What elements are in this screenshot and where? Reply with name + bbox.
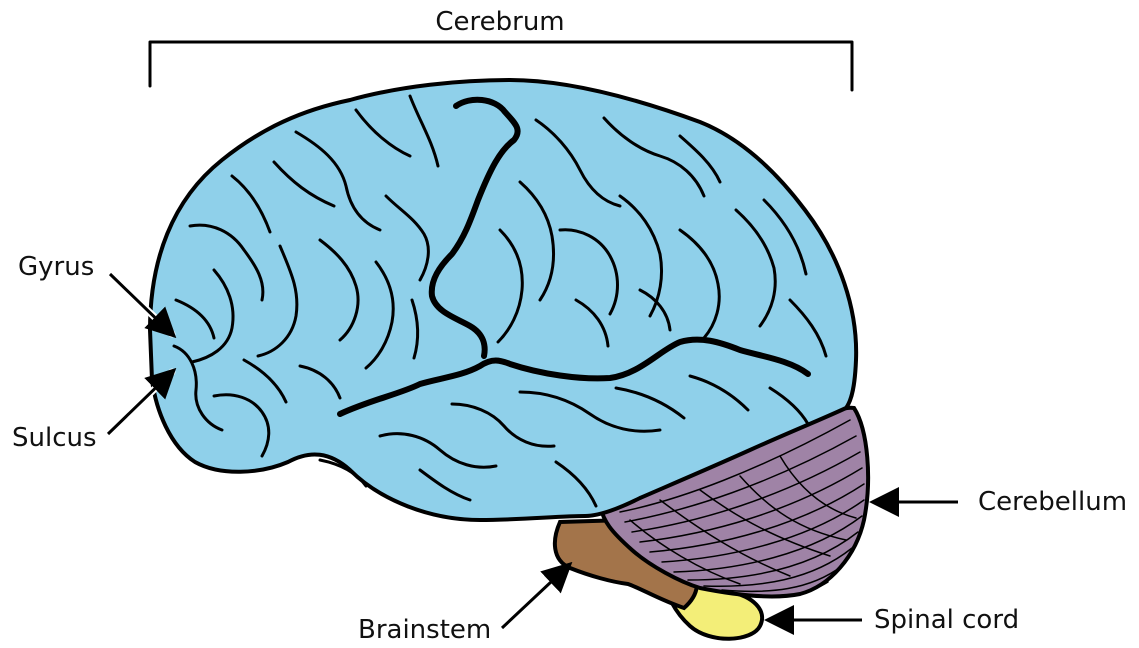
cerebrum-label: Cerebrum: [435, 7, 564, 37]
brainstem-arrow: [502, 566, 568, 628]
sulcus-label: Sulcus: [12, 423, 97, 453]
cerebellum-label: Cerebellum: [978, 487, 1127, 517]
brainstem-label: Brainstem: [358, 615, 491, 645]
spinal-cord-label: Spinal cord: [874, 605, 1019, 635]
gyrus-label: Gyrus: [18, 252, 94, 282]
